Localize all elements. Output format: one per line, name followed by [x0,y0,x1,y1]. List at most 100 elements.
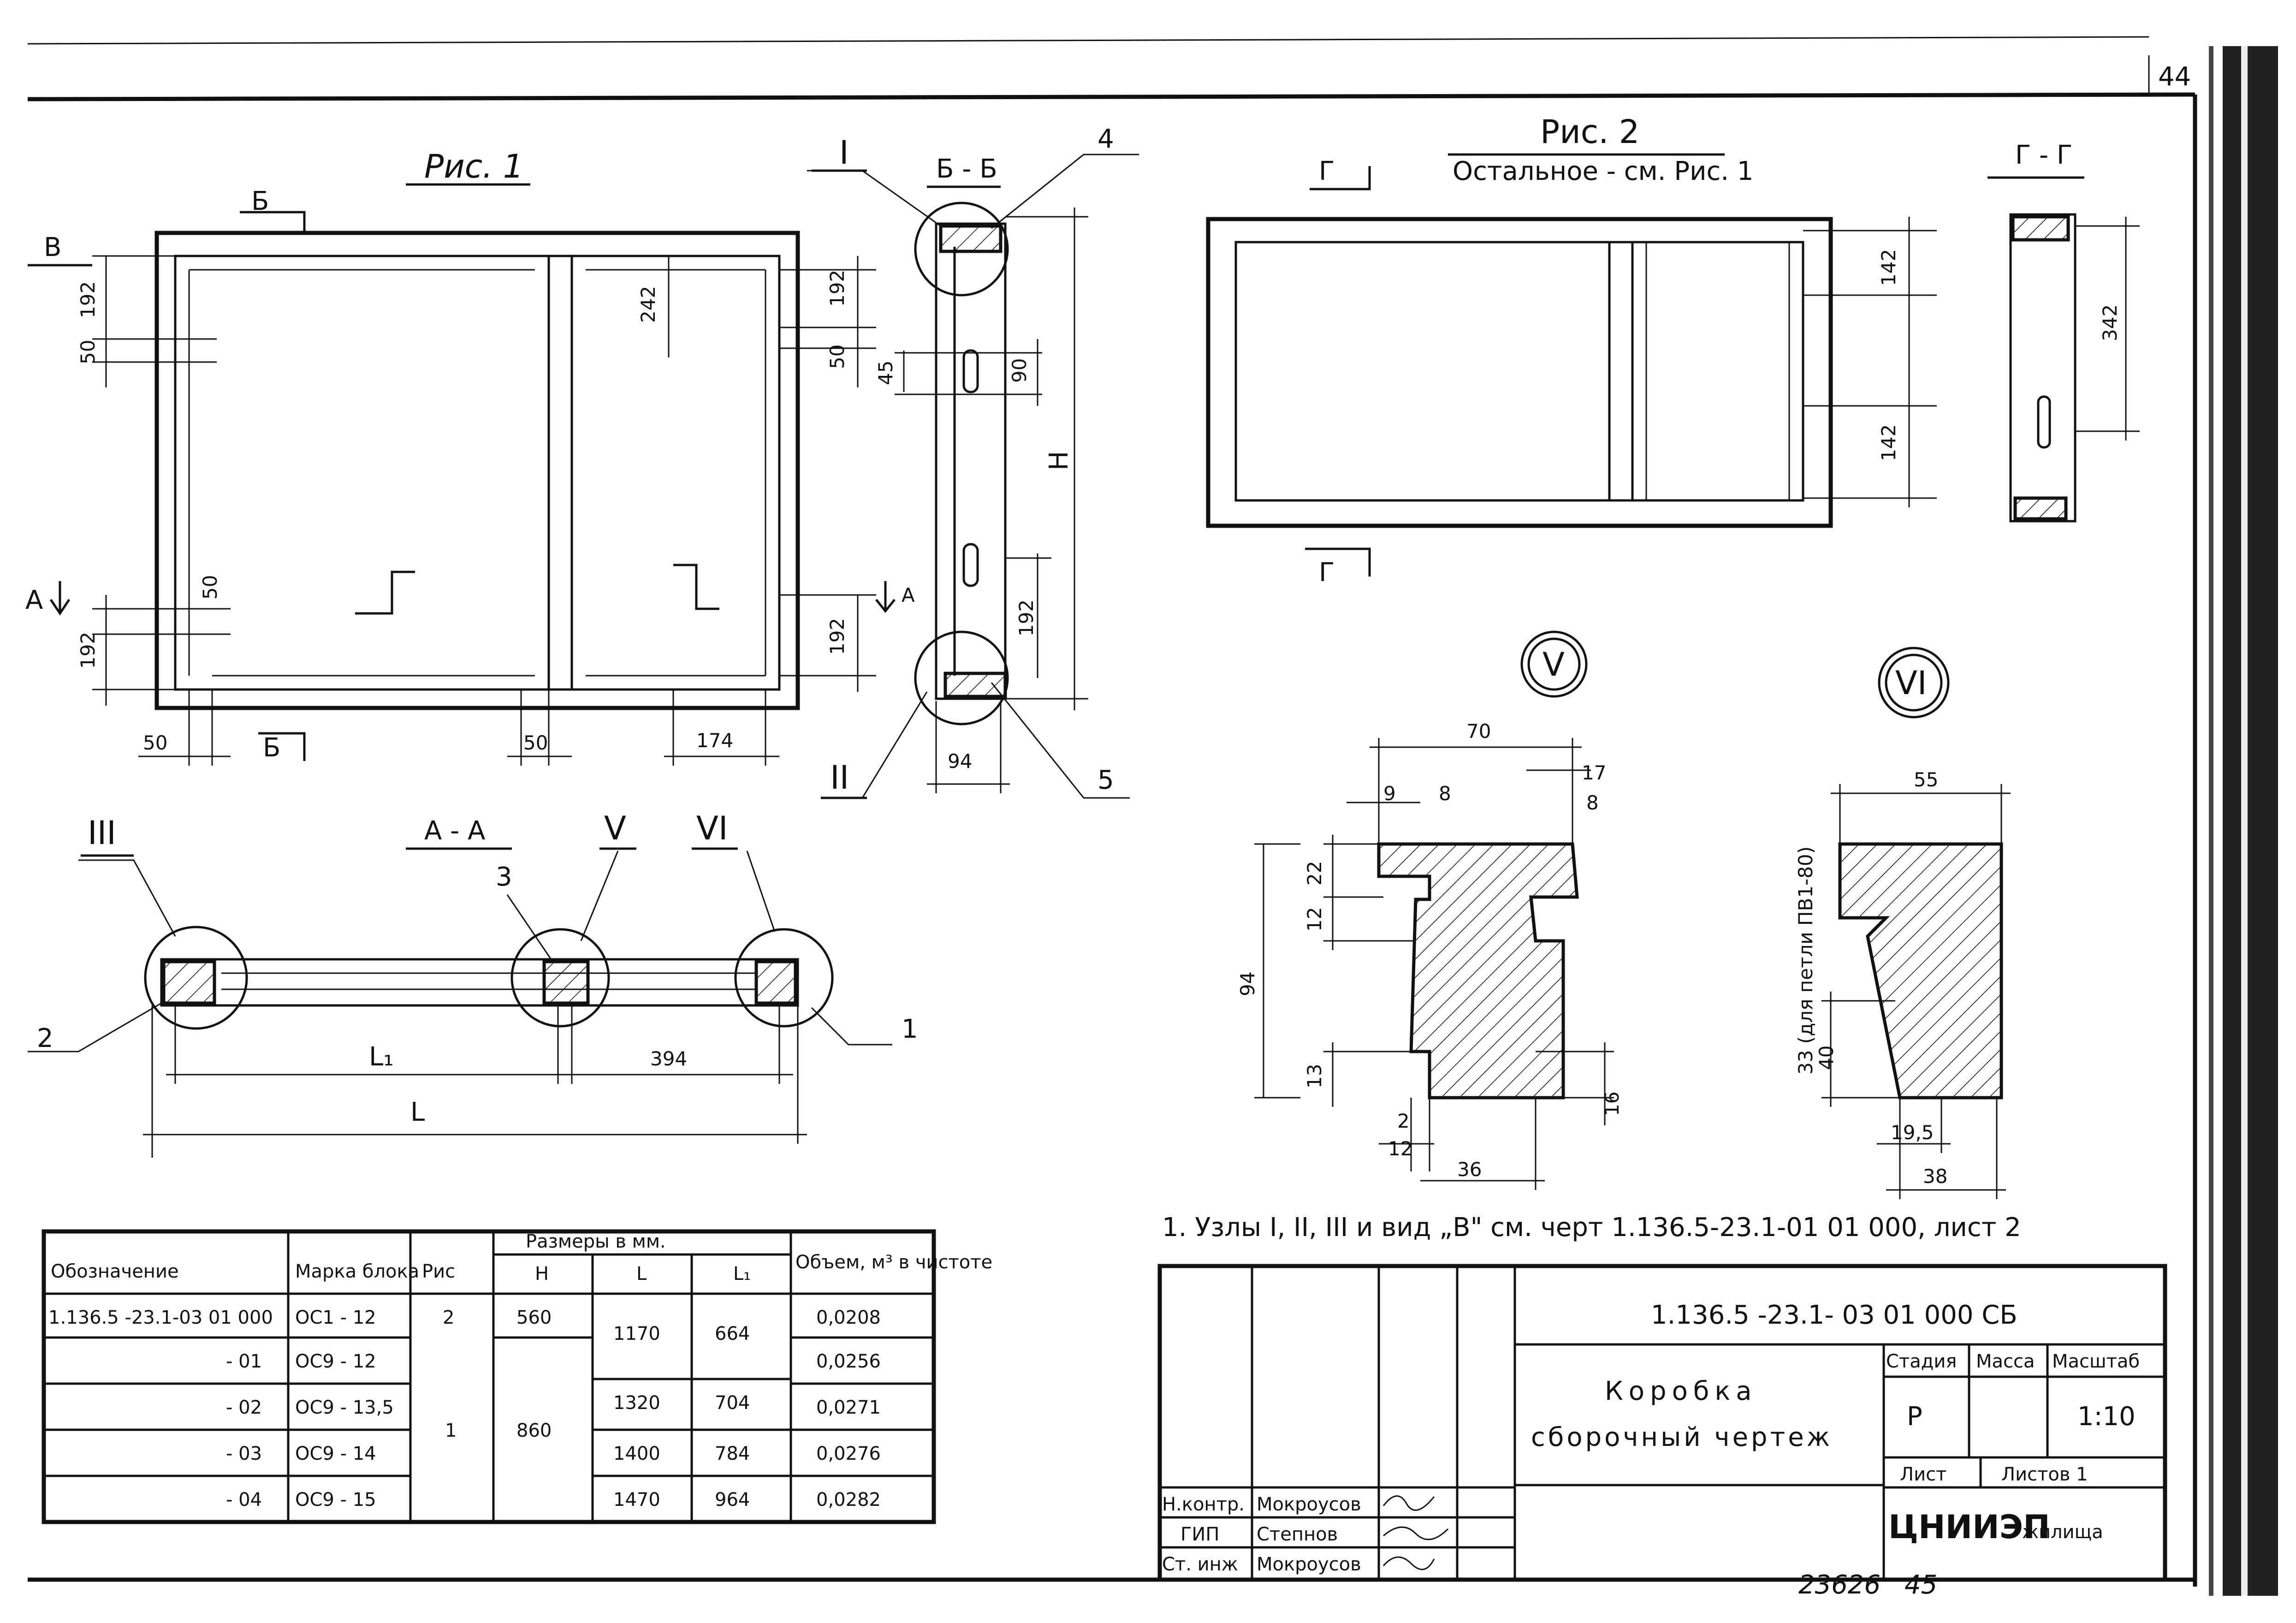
dim-aa-l: L [410,1097,425,1127]
cell-r2-fig: 1 [445,1420,457,1441]
section-bb-title: Б - Б [936,154,997,184]
cell-r4-l1: 964 [715,1489,750,1510]
signature-0 [1382,1495,1435,1511]
dim-fig1-192-lowleft: 192 [77,632,99,669]
signer-1-name: Степнов [1257,1524,1338,1545]
doc-code: 1.136.5 -23.1- 03 01 000 СБ [1651,1300,2017,1330]
cell-r2-mark: ОС9 - 13,5 [295,1397,394,1418]
node-6-label: VI [696,809,728,847]
dim-fig1-50-low: 50 [199,575,221,600]
node-2-label: II [830,759,849,797]
fig2-title: Рис. 2 [1540,113,1639,151]
node-v-detail: V 70 17 9 8 8 22 12 94 13 2 12 36 [1236,630,1623,1190]
dim-fig1-50-bottommid: 50 [523,731,548,754]
sheet-label: Лист [1900,1464,1946,1485]
section-aa-title: А - А [424,816,485,846]
dim-bb-90: 90 [1008,358,1031,383]
th-mark: Марка блока [295,1261,419,1282]
org-name: ЦНИИЭП [1888,1508,2050,1546]
cell-r0-l: 1170 [613,1323,660,1344]
binding-edge [2223,46,2278,1596]
pos-3-label: 3 [496,862,512,892]
dim-fig1-50-top: 50 [77,340,99,364]
marker-a-right: А [902,584,915,606]
node-3-label: III [88,814,116,852]
cell-r3-mark: ОС9 - 14 [295,1443,376,1464]
pos-2-label: 2 [37,1023,53,1053]
cell-r0-designation: 1.136.5 -23.1-03 01 000 [48,1307,273,1328]
cell-r1-mark: ОС9 - 12 [295,1351,376,1372]
cell-r4-designation: - 04 [226,1489,262,1510]
dim-fig1-50-right: 50 [826,345,848,369]
cell-r3-l: 1400 [613,1443,660,1464]
dim-v-8-right: 8 [1586,791,1599,814]
cell-r2-designation: - 02 [226,1397,262,1418]
dim-bb-45: 45 [874,361,897,385]
dim-v-17: 17 [1582,761,1606,784]
pos-4-label: 4 [1098,124,1114,154]
cell-r3-l1: 784 [715,1443,750,1464]
dim-v-12-bottom: 12 [1388,1137,1412,1160]
signature-1 [1383,1526,1449,1540]
signer-0-name: Мокроусов [1257,1494,1361,1515]
mass-label: Масса [1976,1351,2035,1372]
dim-v-12: 12 [1303,907,1326,932]
archive-number: 23626 [1798,1570,1881,1600]
dim-v-36: 36 [1457,1158,1482,1181]
marker-b-bottom: Б [263,733,280,763]
th-l1: L₁ [733,1263,751,1284]
general-note: 1. Узлы I, II, III и вид „В" см. черт 1.… [1162,1213,2021,1243]
signature-2 [1382,1556,1435,1570]
doc-name-line2: сборочный чертеж [1531,1422,1833,1452]
marker-a-left: А [25,585,43,615]
th-l: L [636,1263,647,1284]
th-designation: Обозначение [51,1261,179,1282]
marker-v: В [44,232,61,262]
cell-r2-l1: 704 [715,1392,750,1414]
cell-r0-l1: 664 [715,1323,750,1344]
dim-fig1-192-lowright: 192 [826,618,848,655]
section-aa: А - А III V VI 3 2 1 L₁ 394 L [28,809,918,1158]
stage-value: Р [1907,1402,1922,1432]
dim-aa-394: 394 [650,1047,687,1070]
node-vi-label: VI [1895,664,1927,702]
dim-v-2: 2 [1397,1110,1410,1132]
th-volume: Объем, м³ в чистоте [795,1252,992,1273]
sheet-frame [27,36,2278,1596]
cell-r0-fig: 2 [443,1307,454,1328]
signer-2-role: Ст. инж [1162,1554,1238,1575]
sheets-label: Листов 1 [2001,1464,2088,1485]
section-gg-title: Г - Г [2015,140,2072,170]
fig1-title: Рис. 1 [424,148,523,185]
marker-g-top: Г [1319,156,1335,186]
dim-fig2-142-top: 142 [1877,249,1900,286]
dim-vi-33-note: 33 (для петли ПВ1-80) [1794,846,1817,1075]
cell-r1-designation: - 01 [226,1351,262,1372]
cell-r4-l: 1470 [613,1489,660,1510]
cell-r2-volume: 0,0271 [816,1397,881,1418]
cell-r0-volume: 0,0208 [816,1307,881,1328]
scale-value: 1:10 [2077,1402,2136,1432]
cell-r2-h: 860 [516,1420,552,1441]
cell-r0-mark: ОС1 - 12 [295,1307,376,1328]
dim-aa-l1: L₁ [369,1042,394,1072]
pos-1-label: 1 [902,1014,918,1044]
fig2-subtitle: Остальное - см. Рис. 1 [1453,156,1754,186]
fig1-front-view: Рис. 1 192 50 242 192 50 50 192 [25,148,876,766]
dim-fig2-142-bottom: 142 [1877,424,1900,461]
cell-r2-l: 1320 [613,1392,660,1414]
dim-v-9: 9 [1383,782,1396,805]
dim-fig1-192-right: 192 [826,270,848,307]
doc-name-line1: Коробка [1605,1376,1757,1406]
dim-v-16: 16 [1601,1092,1623,1116]
dim-fig1-174: 174 [696,729,733,752]
dim-bb-h: H [1044,451,1074,470]
dim-vi-40: 40 [1815,1046,1838,1070]
dim-fig1-192-top: 192 [77,281,99,318]
dim-fig1-50-bottomleft: 50 [143,731,167,754]
dim-vi-55: 55 [1914,768,1938,791]
dim-vi-19-5: 19,5 [1891,1121,1934,1144]
dim-gg-342: 342 [2099,304,2121,341]
cell-r4-mark: ОС9 - 15 [295,1489,376,1510]
